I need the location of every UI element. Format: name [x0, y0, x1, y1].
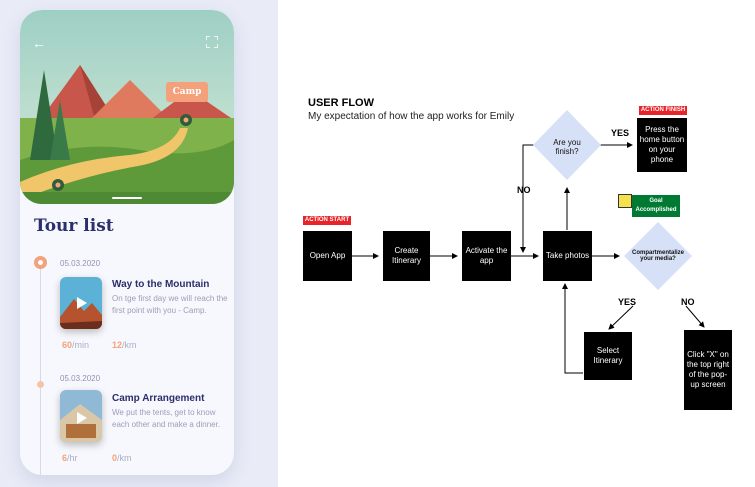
- hero-illustration: ← Camp: [20, 10, 234, 204]
- tour-duration: 6/hr: [62, 453, 78, 463]
- node-click-x: Click "X" on the top right of the pop-up…: [684, 330, 732, 410]
- phone-mockup: ← Camp Tour list 05.03.2020 Way to the M…: [20, 10, 234, 475]
- tour-list-title: Tour list: [34, 216, 114, 236]
- node-open-app: Open App: [303, 231, 352, 281]
- node-create-itinerary: Create Itinerary: [383, 231, 430, 281]
- tour-title[interactable]: Way to the Mountain: [112, 279, 210, 290]
- arrow-compart-yes: [608, 305, 634, 330]
- flow-title: USER FLOW: [308, 97, 374, 109]
- timeline-dot-active: [34, 256, 47, 269]
- decision-compartmentalize-shape: [624, 222, 692, 290]
- decision-compartmentalize-label: Compartmentalize your media?: [631, 250, 684, 262]
- tour-distance: 0/km: [112, 453, 132, 463]
- tour-distance: 12/km: [112, 340, 137, 350]
- tour-description: We put the tents, get to know each other…: [112, 408, 221, 429]
- node-select-itinerary: Select Itinerary: [584, 332, 632, 380]
- timeline-dot: [37, 381, 44, 388]
- label-yes-finish: YES: [611, 128, 630, 138]
- timeline-line: [40, 262, 41, 475]
- play-icon: [77, 297, 87, 309]
- label-no-finish: NO: [517, 185, 531, 195]
- node-take-photos: Take photos: [543, 231, 592, 281]
- tour-date: 05.03.2020: [60, 374, 101, 383]
- arrow-select-to-photos: [562, 283, 583, 374]
- label-yes-compart: YES: [618, 297, 637, 307]
- action-finish-tag: ACTION FINISH: [639, 106, 687, 115]
- landscape-illustration: [20, 10, 234, 204]
- flag-icon: [618, 194, 632, 208]
- arrow-compart-no: [685, 305, 705, 328]
- play-icon: [77, 412, 87, 424]
- tour-title[interactable]: Camp Arrangement: [112, 393, 205, 404]
- flow-subtitle: My expectation of how the app works for …: [308, 111, 515, 122]
- tour-thumbnail[interactable]: [60, 390, 102, 442]
- label-no-compart: NO: [681, 297, 695, 307]
- goal-accomplished-tag: Goal Accomplished: [632, 195, 680, 217]
- arrow-finish-no: [520, 144, 537, 253]
- decision-finish-label: Are you finish?: [553, 138, 581, 156]
- back-arrow-icon[interactable]: ←: [32, 35, 46, 51]
- camp-tag[interactable]: Camp: [166, 82, 208, 102]
- action-start-tag: ACTION START: [303, 216, 351, 225]
- decision-finish-shape: [533, 110, 601, 180]
- tour-thumbnail[interactable]: [60, 277, 102, 329]
- tour-date: 05.03.2020: [60, 259, 101, 268]
- tour-description: On tge first day we will reach the first…: [112, 294, 228, 315]
- tour-duration: 60/min: [62, 340, 90, 350]
- node-activate-app: Activate the app: [462, 231, 511, 281]
- node-press-home: Press the home button on your phone: [637, 118, 687, 172]
- carousel-indicator[interactable]: [112, 197, 142, 199]
